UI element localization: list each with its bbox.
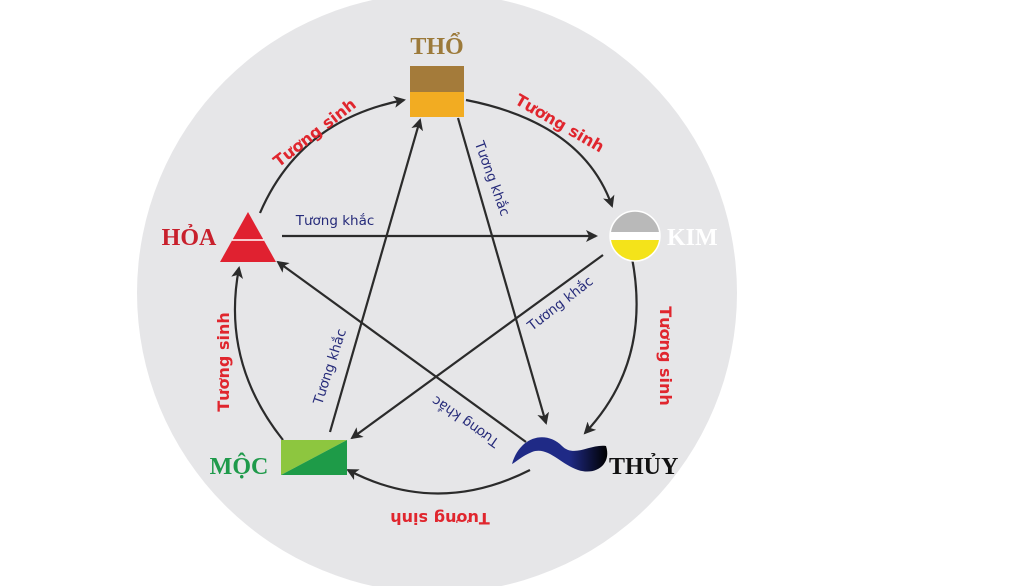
line-tho-thuy <box>456 117 549 425</box>
arc-kim-thuy <box>583 257 638 435</box>
gen-label-moc-hoa: Tương sinh <box>214 312 233 412</box>
gen-label-kim-thuy: Tương sinh <box>656 306 675 406</box>
line-thuy-hoa <box>276 260 527 443</box>
thuy-symbol <box>512 437 608 472</box>
gen-label-thuy-moc: Tương sinh <box>390 509 490 528</box>
label-moc: MỘC <box>210 454 269 480</box>
ctrl-label-hoa-kim: Tương khắc <box>295 212 375 229</box>
arc-moc-hoa <box>231 266 284 441</box>
tho-symbol <box>410 66 464 117</box>
line-moc-tho <box>328 118 423 433</box>
controlling-cycle <box>276 117 604 443</box>
arc-tho-kim <box>465 98 615 208</box>
generating-cycle <box>231 96 638 495</box>
label-tho: THỔ <box>410 33 463 60</box>
label-hoa: HỎA <box>162 225 217 251</box>
background-circle <box>137 0 737 586</box>
label-kim: KIM <box>667 225 718 251</box>
arc-hoa-tho <box>258 96 406 214</box>
line-kim-moc <box>350 254 604 440</box>
kim-symbol <box>609 210 661 262</box>
hoa-symbol <box>220 212 276 262</box>
label-thuy: THỦY <box>609 454 678 480</box>
moc-symbol <box>281 440 347 475</box>
arc-thuy-moc <box>346 469 531 495</box>
